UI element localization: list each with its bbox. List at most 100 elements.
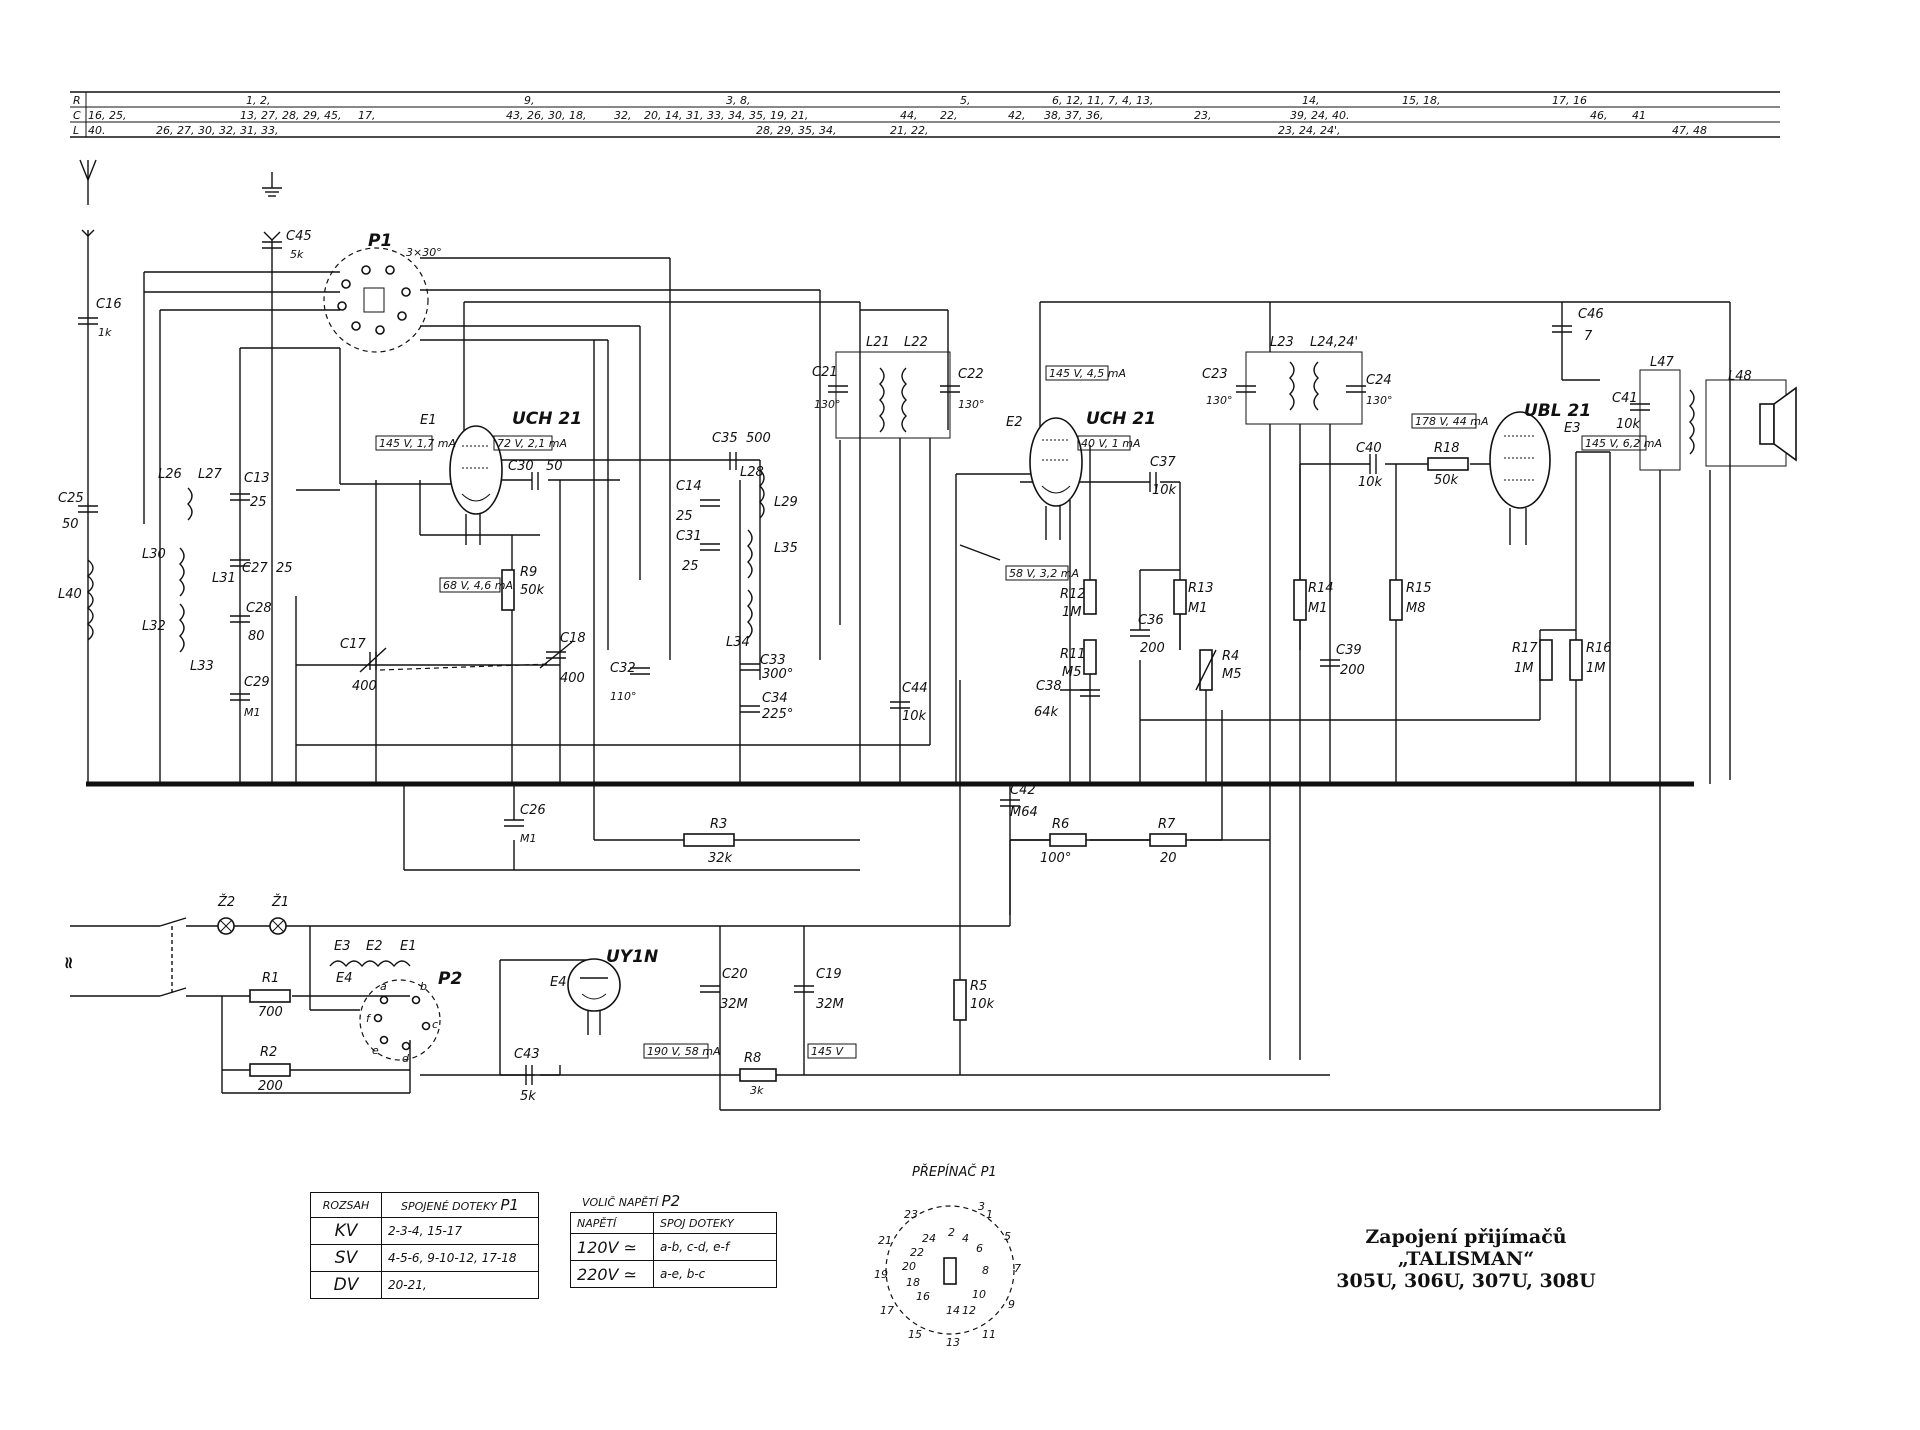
tube-type: UCH 21 (1086, 409, 1156, 429)
pilot-bulbs: Ž2 Ž1 (217, 894, 289, 935)
component-label: C17 (340, 637, 366, 652)
coil-label: L26 (158, 467, 182, 482)
coil-label: L22 (904, 335, 928, 350)
component-label: 4 (962, 1232, 969, 1245)
tube-e3: UBL 21 E3 (1489, 401, 1591, 545)
p2-pin-label: e (372, 1044, 379, 1057)
caption-line-2: 305U, 306U, 307U, 308U (1336, 1270, 1596, 1292)
ref-c: 39, 24, 40. (1290, 109, 1349, 122)
component-label: 20 (1160, 851, 1177, 866)
component-label: 200 (258, 1079, 283, 1094)
ground-icon (262, 172, 282, 197)
component-label: 200 (1140, 641, 1165, 656)
component-label: R18 (1434, 441, 1460, 456)
component-label: R3 (710, 817, 727, 832)
component-label: 19 (874, 1268, 888, 1281)
p1-pin-diagram: PŘEPÍNAČ P1 1 2 3 4 5 6 7 8 9 10 11 12 1… (874, 1164, 1021, 1349)
measurement-box: 145 V, 4,5 mA (1049, 367, 1126, 380)
component-label: C13 (244, 471, 270, 486)
component-label: 10k (970, 997, 995, 1012)
measurement-box: 145 V, 1,7 mA (379, 437, 456, 450)
component-label: 32M (816, 997, 844, 1012)
row-label-l: L (73, 124, 79, 137)
caption-line-1: Zapojení přijímačů „TALISMAN“ (1365, 1226, 1567, 1270)
p2-pin-label: d (402, 1052, 410, 1065)
component-label: 50k (1434, 473, 1459, 488)
tube-type: UCH 21 (512, 409, 582, 429)
wiring (70, 229, 1731, 1111)
component-label: C40 (1356, 441, 1382, 456)
ref-c: 41 (1632, 109, 1646, 122)
component-label: 20 (902, 1260, 916, 1273)
component-label: 110° (610, 690, 637, 703)
component-label: 16 (916, 1290, 930, 1303)
component-label: 11 (982, 1328, 996, 1341)
component-label: 1 (986, 1208, 993, 1221)
diagram-caption: Zapojení přijímačů „TALISMAN“ 305U, 306U… (1306, 1226, 1626, 1292)
contacts-cell: 20-21, (381, 1271, 539, 1299)
range-table-p1: ROZSAH SPOJENÉ DOTEKY P1 KV 2-3-4, 15-17… (310, 1192, 539, 1299)
measurement-box: 178 V, 44 mA (1415, 415, 1488, 428)
contacts-cell: 4-5-6, 9-10-12, 17-18 (381, 1244, 539, 1272)
component-label: C43 (514, 1047, 540, 1062)
component-label: 1M (1586, 661, 1606, 676)
component-label: M5 (1062, 665, 1082, 680)
component-label: R16 (1586, 641, 1612, 656)
coil-label: L35 (774, 541, 798, 556)
component-label: 50 (546, 459, 563, 474)
component-label: C31 (676, 529, 702, 544)
coil-label: L47 (1650, 355, 1675, 370)
ref-c: 42, (1008, 109, 1026, 122)
switch-ref: P1 (368, 231, 392, 251)
component-label: M8 (1406, 601, 1426, 616)
component-label: C24 (1366, 373, 1392, 388)
component-label: 13 (946, 1336, 960, 1349)
component-label: 32M (720, 997, 748, 1012)
component-label: 8 (982, 1264, 989, 1277)
ref-c: 16, 25, (88, 109, 126, 122)
p2-pin-label: f (366, 1012, 372, 1025)
table-row: 220V ≃ a-e, b-c (570, 1260, 777, 1288)
component-label: 7 (1584, 329, 1593, 344)
component-label: C39 (1336, 643, 1362, 658)
component-label: 1M (1062, 605, 1082, 620)
component-label: C20 (722, 967, 748, 982)
ref-r: 9, (524, 94, 535, 107)
coil-label: L27 (198, 467, 223, 482)
p1-diagram-title: PŘEPÍNAČ P1 (912, 1164, 997, 1180)
component-label: 50 (62, 517, 79, 532)
measurements: 145 V, 1,7 mA 72 V, 2,1 mA 68 V, 4,6 mA … (375, 365, 1662, 1059)
component-label: M5 (1222, 667, 1242, 682)
ref-c: 13, 27, 28, 29, 45, (240, 109, 341, 122)
ref-r: 5, (960, 94, 971, 107)
component-label: 50k (520, 583, 545, 598)
ref-l: 26, 27, 30, 32, 31, 33, (156, 124, 278, 137)
component-label: C27 (242, 561, 268, 576)
ref-l: 40. (88, 124, 106, 137)
component-label: M1 (1188, 601, 1208, 616)
tube-type: UY1N (606, 947, 658, 967)
component-label: C23 (1202, 367, 1228, 382)
component-label: C21 (812, 365, 838, 380)
table-row: KV 2-3-4, 15-17 (310, 1217, 539, 1245)
table-row: DV 20-21, (310, 1271, 539, 1299)
component-label: 9 (1008, 1298, 1015, 1311)
ref-c: 17, (358, 109, 376, 122)
component-label: 15 (908, 1328, 922, 1341)
